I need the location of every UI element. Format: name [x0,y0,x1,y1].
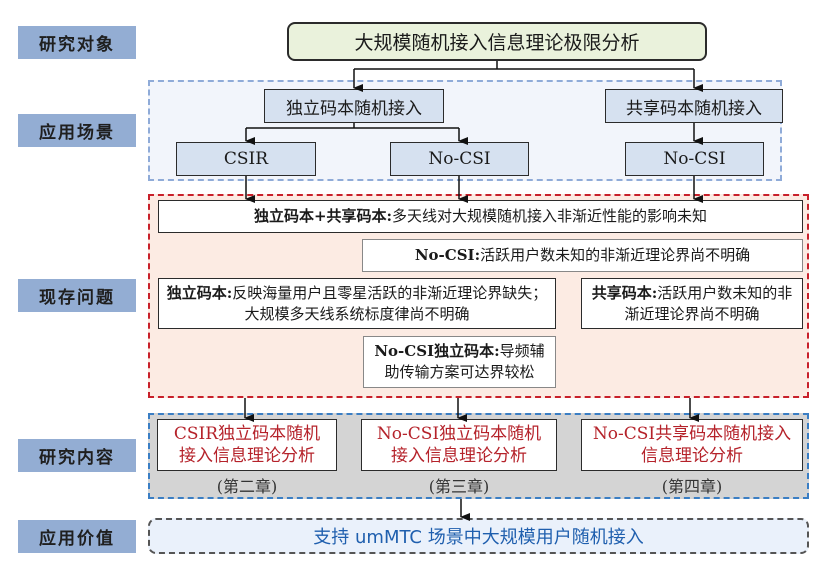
chapter-label-2: (第二章) [216,477,278,496]
research-object-box: 大规模随机接入信息理论极限分析 [287,22,707,61]
row-label-existing-problems: 现存问题 [18,279,136,312]
content-chapter4-line1: No-CSI共享码本随机接入 [592,424,792,444]
problem-both-codebooks: 独立码本+共享码本:多天线对大规模随机接入非渐近性能的影响未知 [158,200,803,233]
independent-codebook-box: 独立码本随机接入 [264,89,444,123]
research-object-text: 大规模随机接入信息理论极限分析 [354,32,640,54]
content-chapter2-line2: 接入信息理论分析 [178,446,315,466]
problem-nocsi-independent: No-CSI独立码本:导频辅助传输方案可达界较松 [363,336,556,388]
nocsi-shared-box: No-CSI [625,142,764,176]
csir-box: CSIR [176,142,316,176]
row-label-research-object: 研究对象 [18,26,136,59]
nocsi-shared-text: No-CSI [663,149,726,169]
row-label-application-scenario: 应用场景 [18,114,136,147]
shared-codebook-text: 共享码本随机接入 [626,98,762,119]
arrow-object-split [354,61,694,70]
problem-shared-codebook: 共享码本:活跃用户数未知的非渐近理论界尚不明确 [581,278,803,329]
arrow-independent-split [246,123,459,129]
problem-independent-codebook-text: 反映海量用户且零星活跃的非渐近理论界缺失；大规模多天线系统标度律尚不明确 [232,283,548,323]
content-chapter4-line2: 信息理论分析 [640,446,743,466]
content-box-chapter3: No-CSI独立码本随机接入信息理论分析 [361,419,557,471]
value-text: 支持 umMTC 场景中大规模用户随机接入 [313,527,644,548]
chapter-label-3: (第三章) [428,477,490,496]
nocsi-independent-box: No-CSI [390,142,529,176]
content-chapter2-line1: CSIR独立码本随机 [173,424,321,444]
problem-shared-codebook-title: 共享码本: [591,283,658,302]
content-chapter3-line1: No-CSI独立码本随机 [376,424,542,444]
csir-text: CSIR [223,149,269,169]
value-region: 支持 umMTC 场景中大规模用户随机接入 [148,518,809,554]
independent-codebook-text: 独立码本随机接入 [286,98,422,119]
row-label-application-value: 应用价值 [18,520,136,553]
problem-independent-codebook: 独立码本:反映海量用户且零星活跃的非渐近理论界缺失；大规模多天线系统标度律尚不明… [158,278,556,329]
content-box-chapter4: No-CSI共享码本随机接入信息理论分析 [581,419,803,471]
problem-nocsi: No-CSI:活跃用户数未知的非渐近理论界尚不明确 [362,239,803,272]
problem-independent-codebook-title: 独立码本: [166,283,233,302]
problem-both-codebooks-title: 独立码本+共享码本: [253,207,393,225]
problem-nocsi-independent-text: 导频辅助传输方案可达界较松 [384,342,545,381]
problem-both-codebooks-text: 多天线对大规模随机接入非渐近性能的影响未知 [392,207,708,225]
row-label-research-content: 研究内容 [18,439,136,472]
shared-codebook-box: 共享码本随机接入 [605,89,783,123]
problem-nocsi-independent-title: No-CSI独立码本: [374,342,500,360]
chapter-label-4: (第四章) [661,477,723,496]
content-chapter3-line2: 接入信息理论分析 [390,446,527,466]
problem-nocsi-title: No-CSI: [414,246,481,264]
problem-shared-codebook-text: 活跃用户数未知的非渐近理论界尚不明确 [624,283,793,323]
problem-nocsi-text: 活跃用户数未知的非渐近理论界尚不明确 [480,246,751,264]
content-box-chapter2: CSIR独立码本随机接入信息理论分析 [157,419,337,471]
nocsi-independent-text: No-CSI [428,149,491,169]
